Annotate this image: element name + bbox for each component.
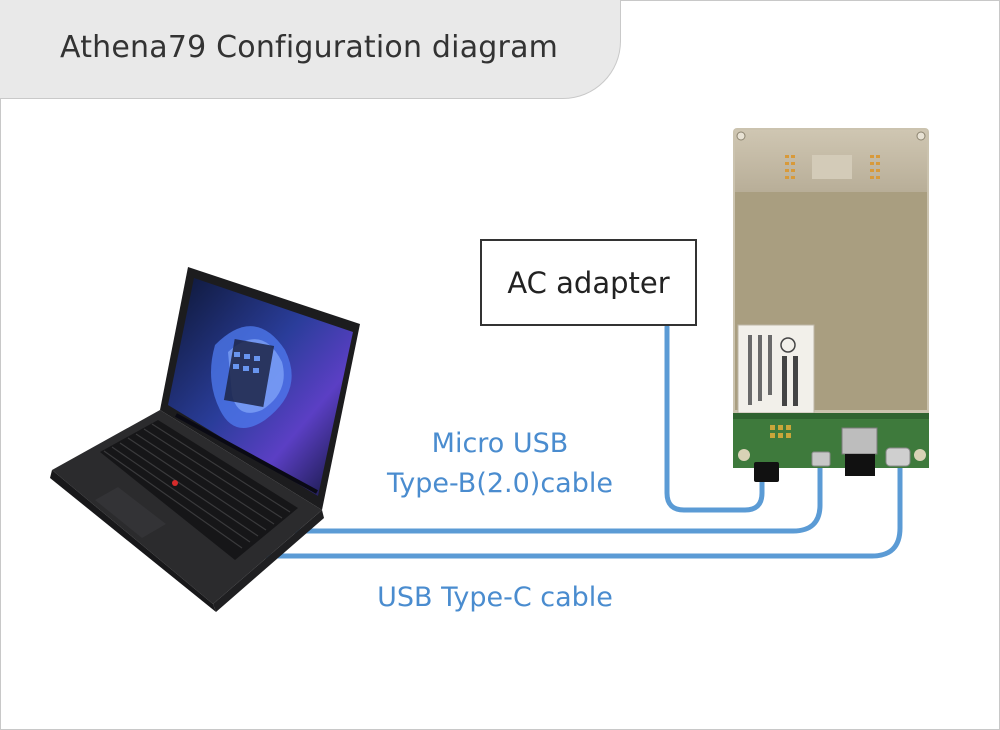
micro-usb-label-line1: Micro USB (431, 428, 569, 459)
ac-adapter-cable (664, 324, 765, 513)
micro-usb-label-line2: Type-B(2.0)cable (387, 468, 613, 499)
title-tab: Athena79 Configuration diagram (0, 0, 621, 99)
ac-adapter-box: AC adapter (480, 239, 697, 326)
micro-usb-cable-label: Micro USB Type-B(2.0)cable (350, 424, 650, 504)
micro-usb-cable (287, 463, 823, 534)
laptop-image (50, 267, 360, 612)
usb-type-c-cable (262, 463, 903, 559)
athena79-board-image (733, 128, 929, 482)
cables (262, 324, 903, 559)
usb-type-c-cable-label: USB Type-C cable (377, 582, 613, 613)
diagram-title: Athena79 Configuration diagram (60, 30, 559, 65)
